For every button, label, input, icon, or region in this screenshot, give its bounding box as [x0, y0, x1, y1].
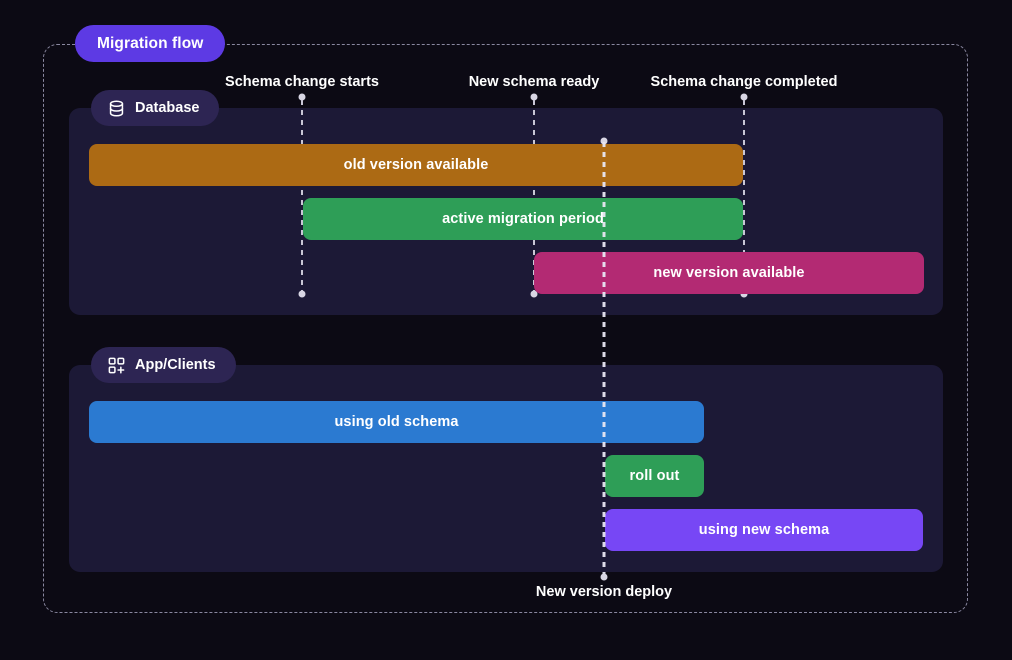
timeline-bar-label: using new schema	[698, 522, 830, 538]
timeline-bar[interactable]: using old schema	[89, 401, 704, 443]
milestone-dot-top	[740, 93, 748, 101]
lane-label-app-clients: App/Clients	[91, 347, 236, 383]
timeline-bar-label: new version available	[653, 265, 805, 281]
timeline-bar[interactable]: old version available	[89, 144, 743, 186]
milestone-dot-top	[298, 93, 306, 101]
diagram-frame	[43, 44, 968, 613]
timeline-bar[interactable]: using new schema	[605, 509, 923, 551]
timeline-bar[interactable]: roll out	[605, 455, 704, 497]
lane-label-text: Database	[135, 100, 200, 116]
deploy-dot-top	[600, 137, 608, 145]
milestone-label: Schema change completed	[650, 74, 838, 90]
milestone-guide-line	[301, 100, 303, 294]
milestone-label: New schema ready	[468, 74, 600, 90]
grid-plus-icon	[107, 356, 126, 375]
deploy-dot-bottom	[600, 573, 608, 581]
diagram-title-pill: Migration flow	[75, 25, 226, 62]
milestone-dot-bottom	[740, 290, 748, 298]
lane-label-text: App/Clients	[135, 357, 216, 373]
milestone-dot-bottom	[298, 290, 306, 298]
page-title: Migration flow	[97, 34, 204, 52]
milestone-dot-bottom	[530, 290, 538, 298]
deploy-marker-label: New version deploy	[535, 584, 673, 600]
timeline-bar[interactable]: active migration period	[303, 198, 743, 240]
timeline-bar-label: active migration period	[442, 211, 604, 227]
timeline-bar-label: using old schema	[334, 414, 459, 430]
deploy-guide-line	[602, 142, 606, 576]
database-icon	[107, 99, 126, 118]
lane-label-database: Database	[91, 90, 220, 126]
timeline-bar-label: roll out	[629, 468, 680, 484]
milestone-label: Schema change starts	[225, 74, 379, 90]
timeline-bar-label: old version available	[343, 157, 489, 173]
milestone-dot-top	[530, 93, 538, 101]
timeline-bar[interactable]: new version available	[534, 252, 924, 294]
milestone-guide-line	[533, 100, 535, 294]
milestone-guide-line	[743, 100, 745, 294]
